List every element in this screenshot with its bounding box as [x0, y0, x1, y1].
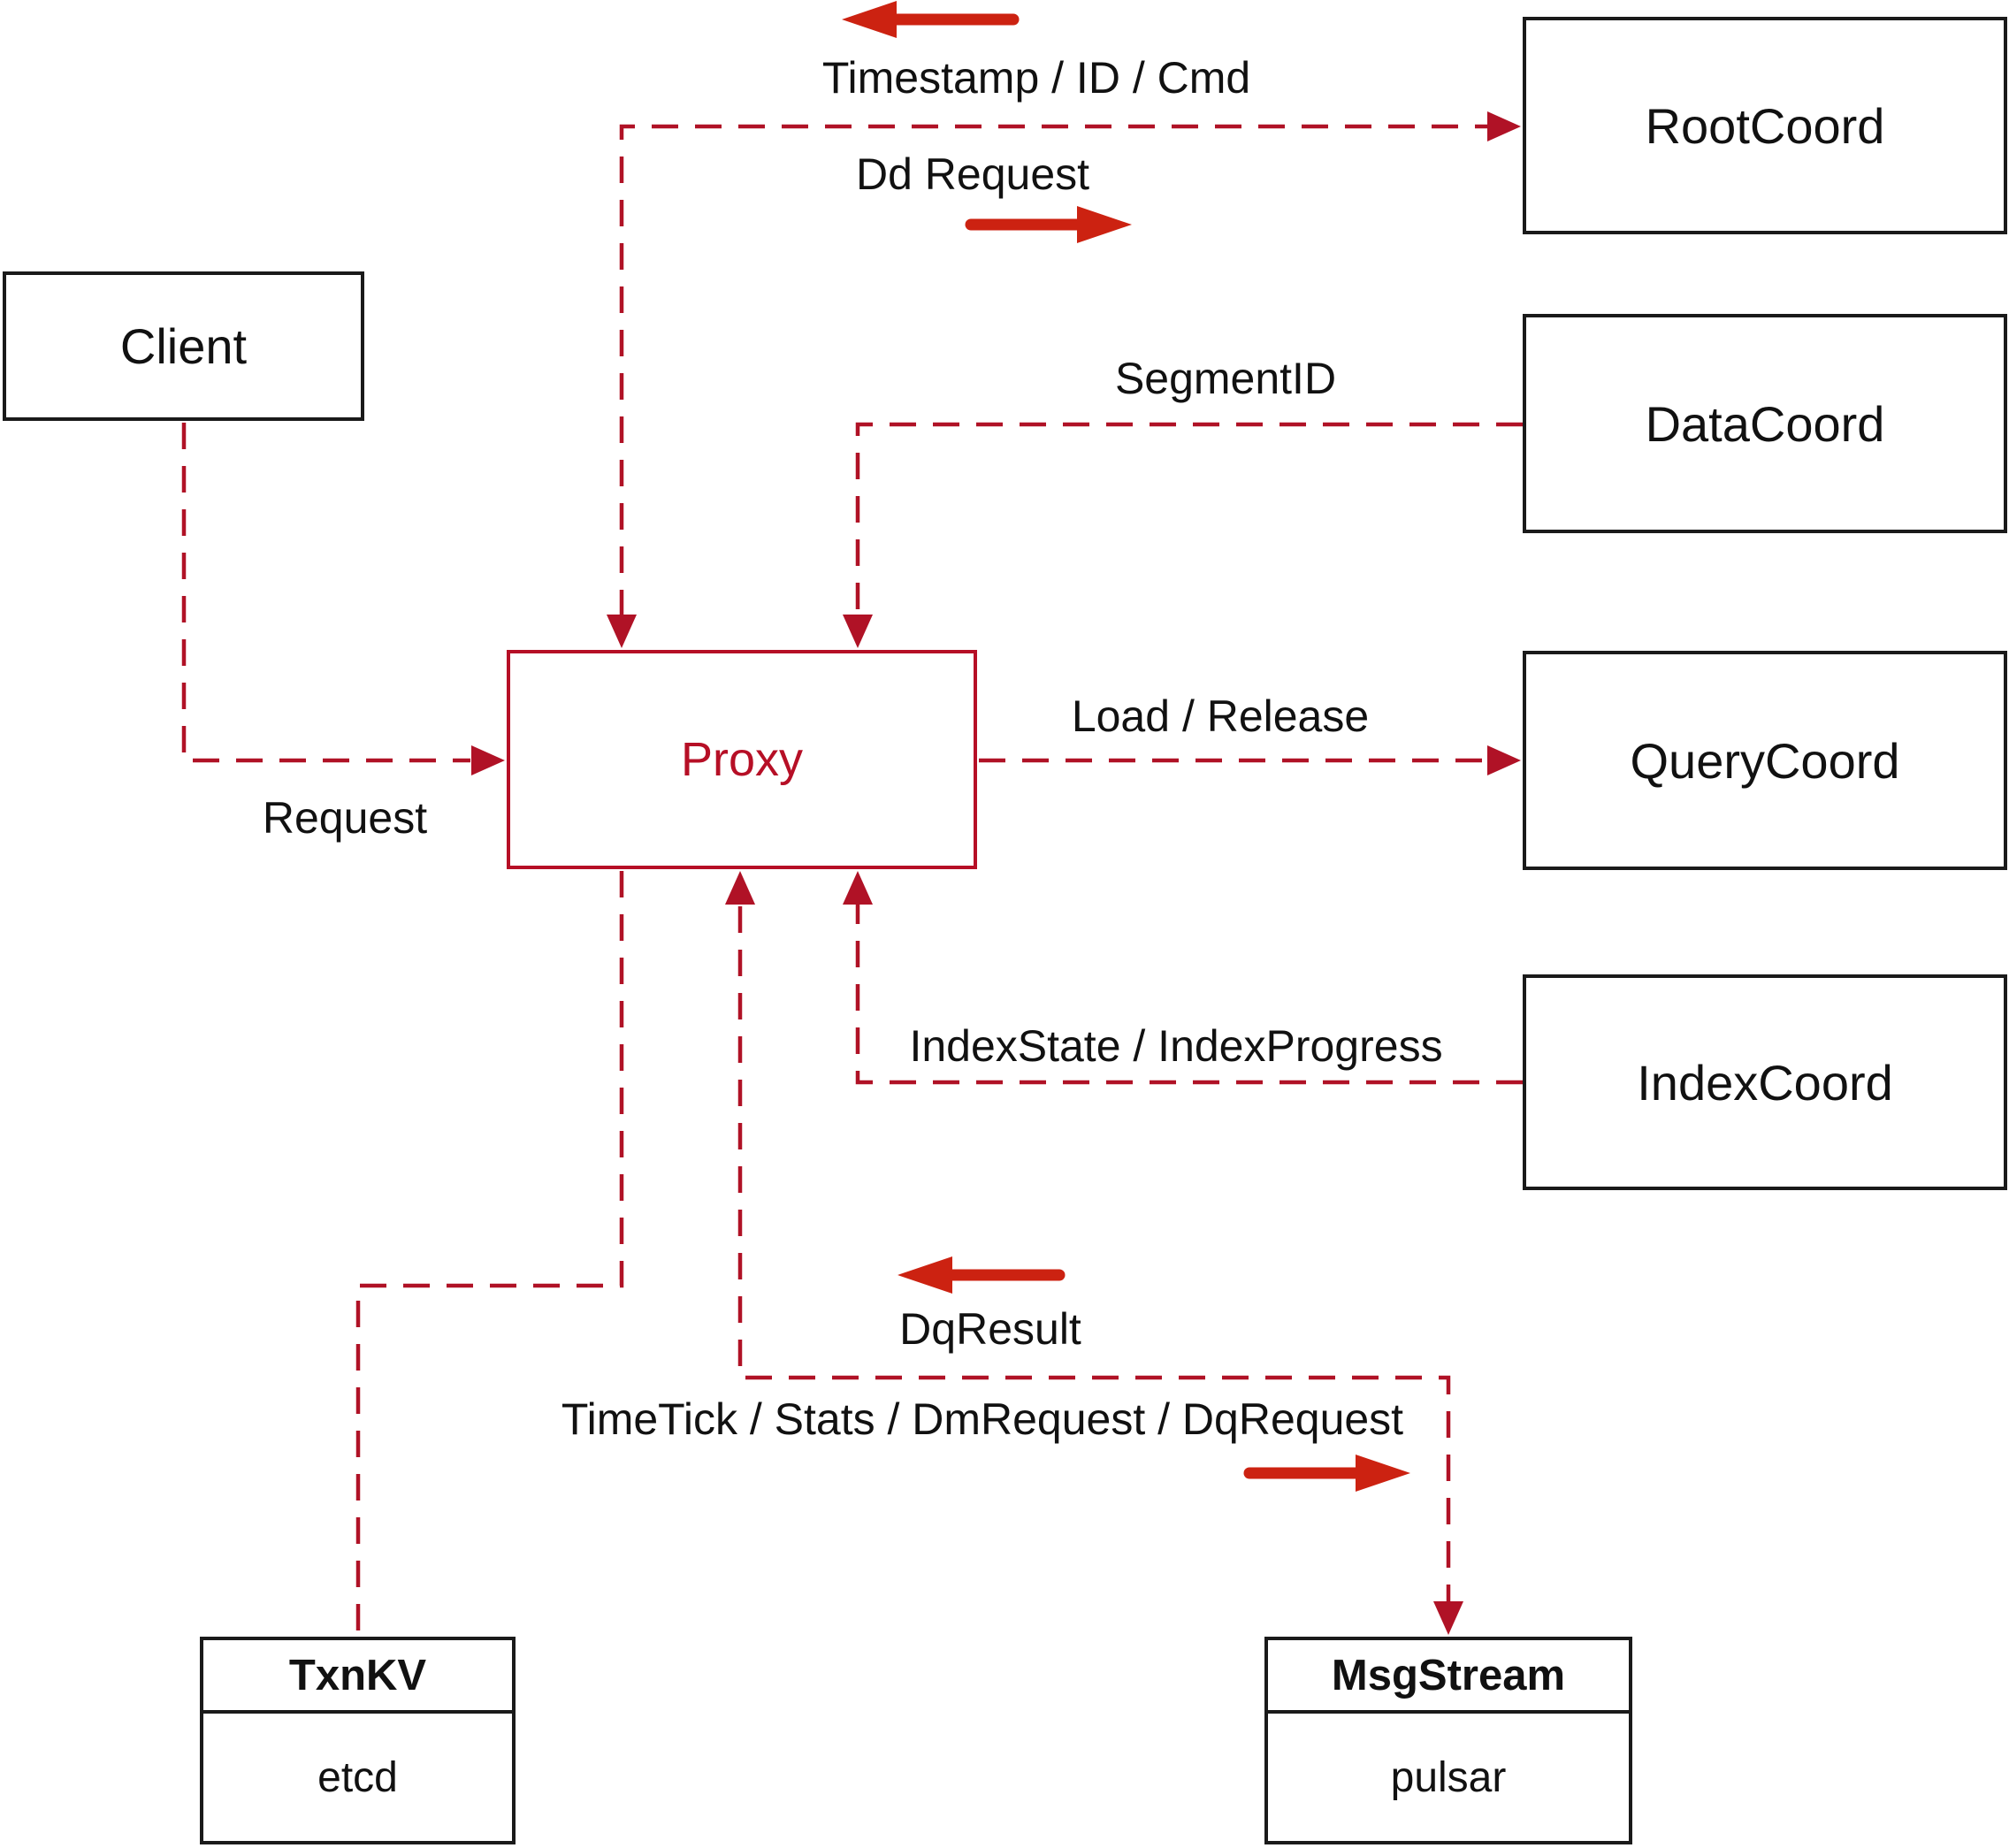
- querycoord-node: QueryCoord: [1523, 651, 2007, 870]
- edge-label-timestamp-id-cmd: Timestamp / ID / Cmd: [816, 52, 1257, 103]
- edge-indexcoord-to-proxy: [843, 871, 1523, 1085]
- txnkv-node: TxnKV etcd: [200, 1637, 516, 1844]
- indexcoord-label: IndexCoord: [1637, 1054, 1893, 1111]
- edge-label-request: Request: [256, 792, 433, 844]
- datacoord-node: DataCoord: [1523, 314, 2007, 533]
- edge-proxy-to-rootcoord: [607, 111, 1521, 648]
- msgstream-node: MsgStream pulsar: [1264, 1637, 1632, 1844]
- edge-label-load-release: Load / Release: [1066, 691, 1375, 742]
- msgstream-title: MsgStream: [1268, 1640, 1629, 1714]
- edge-proxy-to-txnkv: [355, 871, 624, 1635]
- dq-result-direction-arrow: [898, 1256, 1066, 1294]
- client-node: Client: [3, 271, 364, 421]
- edge-label-time-tick-stats: TimeTick / Stats / DmRequest / DqRequest: [555, 1394, 1409, 1445]
- txnkv-subtitle: etcd: [317, 1753, 398, 1801]
- proxy-node: Proxy: [507, 650, 977, 869]
- edge-datacoord-to-proxy: [843, 422, 1523, 648]
- rootcoord-node: RootCoord: [1523, 17, 2007, 234]
- edge-label-dd-request: Dd Request: [850, 149, 1096, 200]
- time-tick-direction-arrow: [1243, 1455, 1410, 1492]
- querycoord-label: QueryCoord: [1630, 732, 1900, 789]
- proxy-label: Proxy: [680, 733, 804, 786]
- edge-label-dq-result: DqResult: [894, 1303, 1087, 1355]
- edge-label-segment-id: SegmentID: [1109, 353, 1342, 404]
- indexcoord-node: IndexCoord: [1523, 974, 2007, 1190]
- dd-request-direction-arrow: [965, 206, 1132, 243]
- msgstream-subtitle: pulsar: [1390, 1753, 1507, 1801]
- client-label: Client: [119, 318, 248, 374]
- txnkv-title: TxnKV: [203, 1640, 512, 1714]
- datacoord-label: DataCoord: [1645, 395, 1885, 452]
- edge-proxy-to-querycoord: [979, 745, 1521, 775]
- edge-proxy-to-msgstream: [725, 871, 1463, 1635]
- edge-label-index-state-progress: IndexState / IndexProgress: [904, 1020, 1448, 1072]
- rootcoord-label: RootCoord: [1645, 97, 1885, 154]
- edge-client-to-proxy: [181, 423, 505, 775]
- timestamp-direction-arrow: [842, 1, 1020, 38]
